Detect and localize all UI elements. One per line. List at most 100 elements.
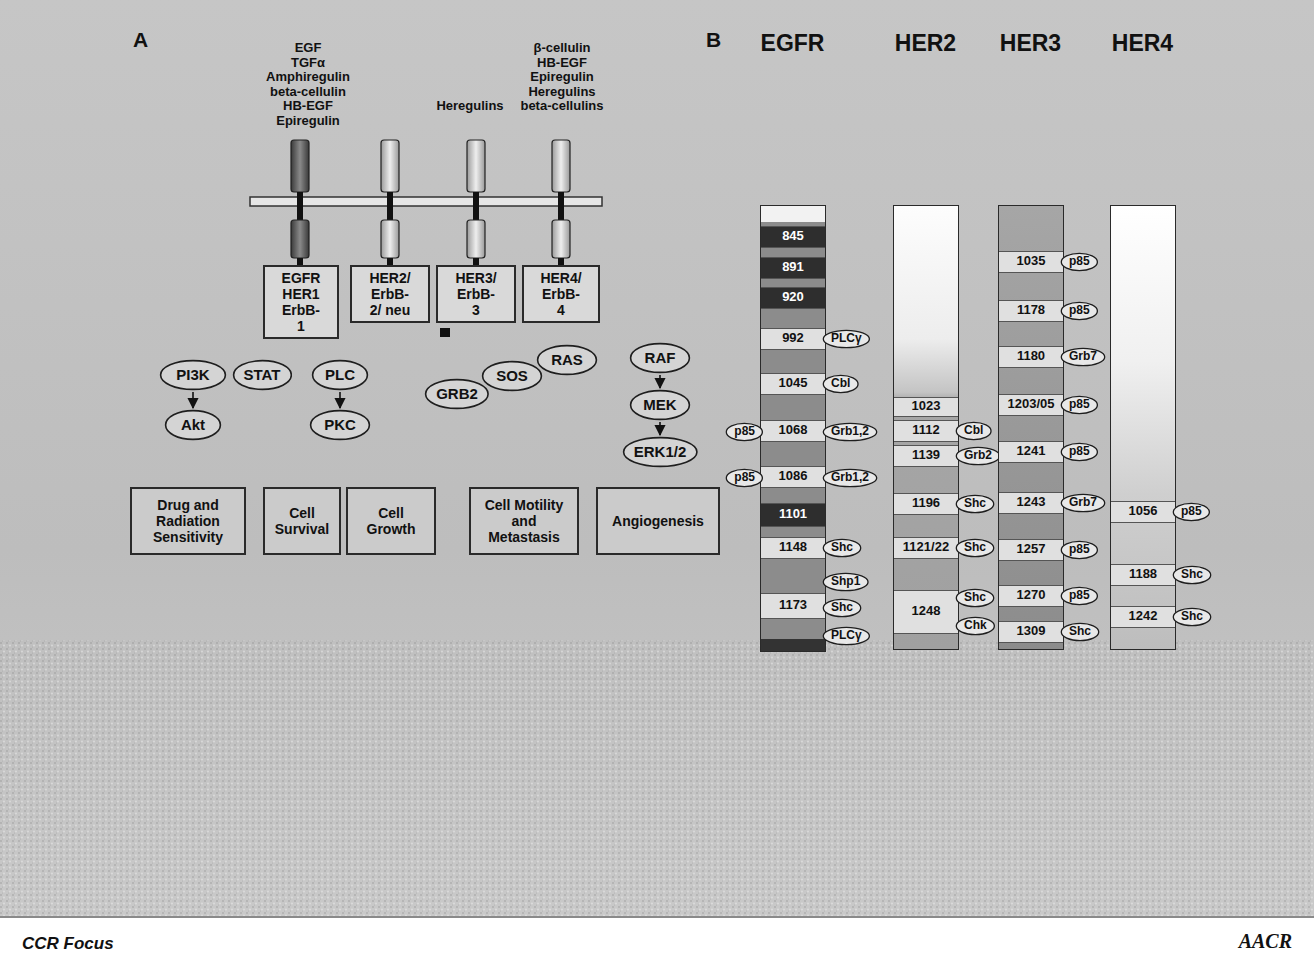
adaptor-oval: Shc — [822, 538, 862, 558]
adaptor-oval: Cbl — [955, 421, 992, 441]
node-label: PI3K — [176, 366, 209, 383]
oval-shape — [631, 391, 690, 420]
node-label: Shp1 — [831, 575, 860, 589]
node-label: RAF — [645, 349, 676, 366]
tyrosine-band: 1086 — [761, 466, 825, 488]
adaptor-oval: Cbl — [822, 374, 859, 394]
ligand-name: Heregulins — [436, 98, 503, 113]
ligand-name: HB-EGF — [537, 55, 587, 70]
residue-number: 1068 — [779, 423, 808, 438]
pathway-oval: RAF — [629, 342, 691, 374]
tyrosine-band: 1243 — [999, 492, 1063, 514]
panel-letter: A — [133, 28, 148, 52]
figure-ground — [0, 0, 1314, 917]
residue-number: 992 — [782, 331, 804, 346]
node-label: MEK — [643, 396, 676, 413]
node-label: Cell Survival — [269, 505, 335, 537]
tyrosine-band: 1056 — [1111, 501, 1175, 523]
node-label: p85 — [1181, 505, 1202, 519]
residue-number: 1196 — [912, 496, 940, 511]
receptor-box: HER2/ ErbB-2/ neu — [350, 265, 430, 323]
adaptor-oval: Grb7 — [1060, 347, 1106, 367]
oval-shape — [161, 361, 226, 390]
adaptor-oval: Shc — [1060, 622, 1100, 642]
receptor-box: HER3/ ErbB-3 — [436, 265, 516, 323]
pathway-oval: PI3K — [159, 359, 227, 391]
receptor-her3 — [467, 140, 485, 265]
residue-number: 1188 — [1129, 567, 1157, 582]
receptor-tail-column: EGFR845891920992104510681086110111481173 — [760, 205, 826, 652]
tyrosine-band: 1148 — [761, 537, 825, 559]
outcome-box: Cell Survival — [263, 487, 341, 555]
residue-number: 1243 — [1017, 495, 1046, 510]
node-label: Shc — [1181, 610, 1203, 624]
oval-shape — [956, 422, 991, 439]
residue-number: 1173 — [779, 598, 807, 613]
adaptor-oval: PLCγ — [822, 626, 871, 646]
node-label: Akt — [181, 416, 205, 433]
node-label: Chk — [964, 619, 987, 633]
oval-shape — [1061, 623, 1098, 640]
receptor-tail-column: HER4105611881242 — [1110, 205, 1176, 650]
column-heading: HER3 — [1000, 30, 1061, 56]
oval-shape — [823, 573, 868, 590]
residue-number: 1045 — [779, 376, 808, 391]
node-label: PLC — [325, 366, 355, 383]
oval-shape — [426, 380, 488, 409]
oval-shape — [538, 346, 597, 375]
oval-shape — [1061, 443, 1097, 460]
column-heading: EGFR — [761, 30, 825, 56]
oval-shape — [727, 469, 763, 486]
receptor-her4 — [552, 140, 570, 265]
adaptor-oval: p85 — [1060, 586, 1099, 606]
oval-shape — [823, 599, 860, 616]
tyrosine-band: 1101 — [761, 503, 825, 527]
pathway-oval: PKC — [309, 409, 371, 441]
node-label: p85 — [1069, 304, 1090, 318]
tyrosine-band: 1257 — [999, 539, 1063, 561]
tyrosine-band: 1248 — [894, 590, 958, 634]
ligand-name: Amphiregulin — [266, 69, 350, 84]
oval-shape — [1061, 541, 1097, 558]
node-label: Grb1,2 — [831, 425, 869, 439]
adaptor-oval: Grb1,2 — [822, 422, 878, 442]
adaptor-oval: p85 — [1060, 442, 1099, 462]
oval-shape — [1061, 302, 1097, 319]
oval-shape — [823, 423, 876, 440]
tyrosine-band: 1173 — [761, 593, 825, 619]
adaptor-oval: Chk — [955, 616, 996, 636]
ligand-name: Epiregulin — [276, 113, 340, 128]
node-label: Shc — [1181, 568, 1203, 582]
residue-number: 1242 — [1129, 609, 1158, 624]
oval-shape — [1061, 348, 1104, 365]
tyrosine-band: 1270 — [999, 585, 1063, 607]
node-label: Shc — [964, 541, 986, 555]
ligand-name: β-cellulin — [533, 40, 590, 55]
oval-shape — [823, 330, 869, 347]
tyrosine-band: 1196 — [894, 493, 958, 515]
tyrosine-band: 992 — [761, 328, 825, 350]
receptor-her2 — [381, 140, 399, 265]
oval-shape — [956, 447, 999, 464]
oval-shape — [727, 423, 763, 440]
adaptor-oval: Shc — [955, 588, 995, 608]
residue-number: 1056 — [1129, 504, 1158, 519]
residue-number: 1023 — [912, 399, 941, 414]
ligand-name: EGF — [295, 40, 322, 55]
node-label: ERK1/2 — [634, 443, 687, 460]
oval-shape — [823, 627, 869, 644]
node-label: p85 — [1069, 255, 1090, 269]
ligand-name: HB-EGF — [283, 98, 333, 113]
tyrosine-band: 1023 — [894, 397, 958, 417]
adaptor-oval: p85 — [1060, 395, 1099, 415]
residue-number: 1180 — [1017, 349, 1045, 364]
tyrosine-band: 1035 — [999, 251, 1063, 273]
residue-number: 1139 — [912, 448, 940, 463]
receptor-tail-column: HER31035117811801203/0512411243125712701… — [998, 205, 1064, 650]
outcome-box: Drug and Radiation Sensitivity — [130, 487, 246, 555]
tyrosine-band: 1241 — [999, 441, 1063, 463]
node-label: p85 — [1069, 589, 1090, 603]
adaptor-oval: Grb7 — [1060, 493, 1106, 513]
tyrosine-band: 920 — [761, 287, 825, 309]
